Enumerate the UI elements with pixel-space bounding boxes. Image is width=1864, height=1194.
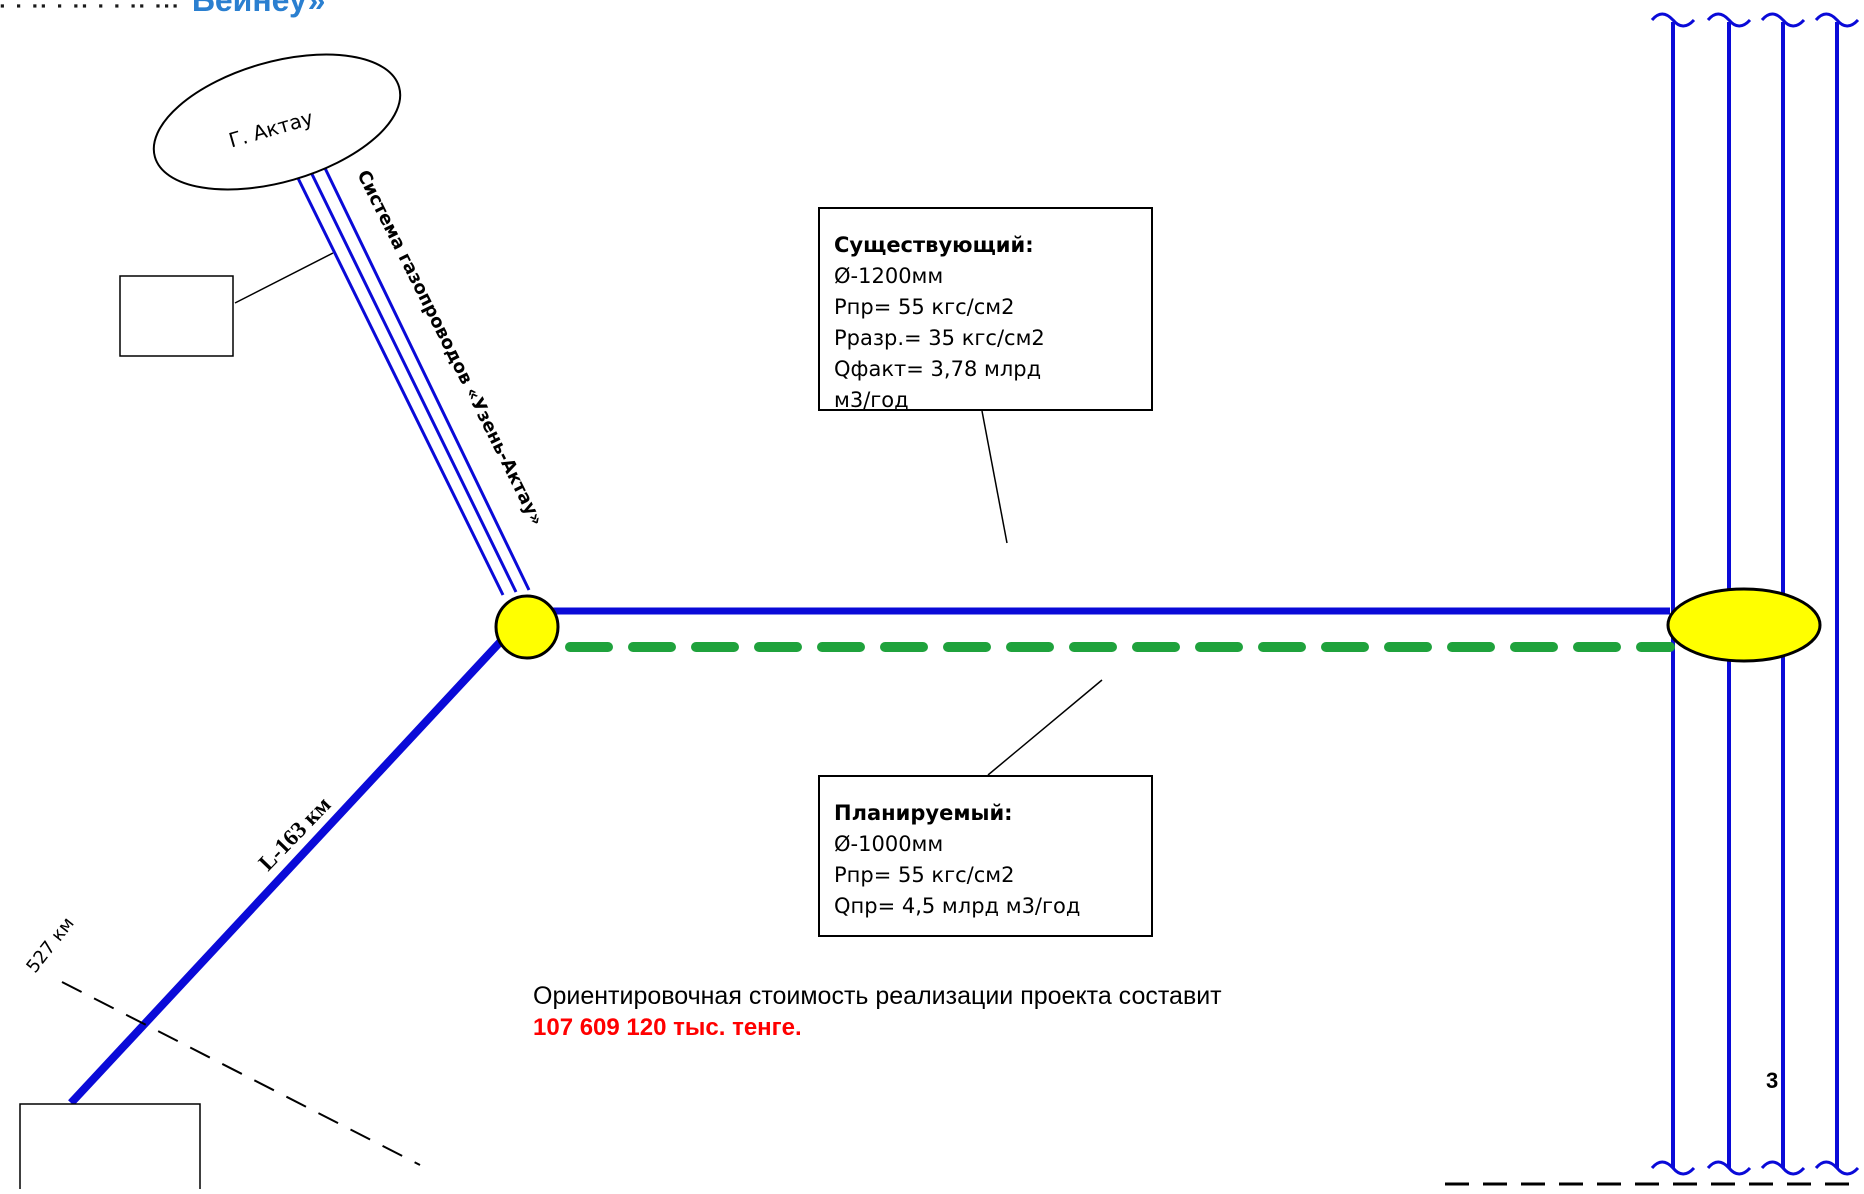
- l163-pipeline-line: [68, 637, 505, 1106]
- cost-note-text: Ориентировочная стоимость реализации про…: [533, 982, 1222, 1010]
- uzen-aktau-line-3: [321, 163, 531, 591]
- break-top-3: [1760, 12, 1806, 28]
- break-symbols: [1650, 12, 1860, 1176]
- planned-callout-leader: [987, 679, 1103, 776]
- planned-flow: Qпр= 4,5 млрд м3/год: [834, 894, 1081, 918]
- header-brand-text: Бейнеу»: [191, 0, 326, 18]
- trunk-connection-node: [1666, 587, 1822, 663]
- existing-pipeline-callout: Существующий: Ø-1200мм Рпр= 55 кгс/см2 Р…: [818, 207, 1153, 412]
- planned-pipeline-callout: Планируемый: Ø-1000мм Рпр= 55 кгс/см2 Qп…: [818, 775, 1153, 937]
- uzen-aktau-line-1: [291, 167, 505, 596]
- existing-pressure-design: Рпр= 55 кгс/см2: [834, 295, 1015, 319]
- junction-node: [494, 594, 560, 660]
- left-box-leader: [234, 252, 334, 304]
- planned-pressure-design: Рпр= 55 кгс/см2: [834, 863, 1015, 887]
- uzen-aktau-pipelines: [291, 163, 531, 596]
- left-empty-box: [119, 275, 234, 357]
- break-top-2: [1706, 12, 1752, 28]
- break-top-4: [1814, 12, 1860, 28]
- bottom-left-empty-box: [19, 1103, 201, 1194]
- existing-callout-leader: [981, 410, 1008, 544]
- header-dots: ▪ ▪ ▪▪ ▪ ▪▪ ▪ ▪ ▪▪ ▪▪▪: [0, 0, 182, 13]
- uzen-aktau-line-2: [306, 165, 518, 593]
- planned-diameter: Ø-1000мм: [834, 832, 944, 856]
- existing-flow-line1: Qфакт= 3,78 млрд: [834, 357, 1042, 381]
- km-527-dashed-line: [61, 981, 421, 1166]
- existing-pressure-allowed: Рразр.= 35 кгс/см2: [834, 326, 1045, 350]
- existing-diameter: Ø-1200мм: [834, 264, 944, 288]
- cost-amount: 107 609 120 тыс. тенге.: [533, 1014, 802, 1041]
- break-bottom-4: [1814, 1160, 1860, 1176]
- existing-title: Существующий:: [834, 233, 1034, 257]
- existing-flow-line2: м3/год: [834, 388, 909, 412]
- break-bottom-1: [1650, 1160, 1696, 1176]
- aktau-city-ellipse: [152, 53, 402, 191]
- planned-title: Планируемый:: [834, 801, 1013, 825]
- cost-note: Ориентировочная стоимость реализации про…: [533, 980, 1222, 1044]
- break-bottom-3: [1760, 1160, 1806, 1176]
- page-number: 3: [1766, 1068, 1779, 1093]
- break-top-1: [1650, 12, 1696, 28]
- break-bottom-2: [1706, 1160, 1752, 1176]
- header-fragment: ▪ ▪ ▪▪ ▪ ▪▪ ▪ ▪ ▪▪ ▪▪▪ Бейнеу»: [0, 0, 326, 18]
- km-marker-label: 527 км: [22, 913, 78, 977]
